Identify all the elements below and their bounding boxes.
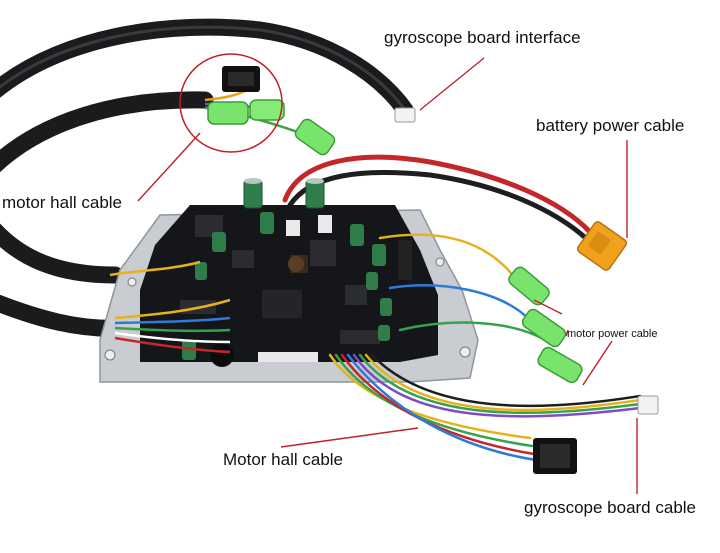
label-gyroscope-board-interface: gyroscope board interface [384, 28, 581, 47]
terminal-sleeve-top-3 [294, 118, 336, 156]
motor-power-wires [378, 233, 547, 342]
label-motor-hall-cable-top: motor hall cable [2, 193, 123, 212]
annotation-lines [137, 57, 638, 494]
battery-connector [576, 221, 628, 271]
label-motor-hall-cable-bottom: Motor hall cable [223, 450, 344, 469]
leader-motor-power-1 [533, 299, 563, 315]
motor-power-terminal-3 [537, 346, 583, 384]
terminal-sleeve-top-2 [249, 99, 285, 121]
board-components [180, 215, 412, 367]
gyro-interface-connector [394, 107, 416, 123]
capacitors [182, 178, 392, 360]
label-gyroscope-board-cable: gyroscope board cable [524, 498, 697, 517]
label-motor-power-cable: motor power cable [567, 328, 658, 340]
terminal-sleeve-top-1 [207, 101, 249, 125]
leader-motor-hall-top [137, 132, 201, 202]
gyro-board-connector-white [637, 395, 659, 415]
gyro-board-harness [328, 353, 642, 462]
leader-motor-hall-bottom [280, 427, 419, 448]
label-battery-power-cable: battery power cable [536, 116, 685, 135]
motor-power-terminal-1 [508, 266, 550, 306]
motor-power-terminal-2 [521, 308, 567, 348]
main-cable-upper [0, 18, 414, 119]
left-signal-wires [109, 260, 231, 354]
leader-motor-power-2 [565, 329, 569, 337]
leader-gyro-interface [419, 57, 485, 111]
highlight-circle [179, 53, 283, 153]
leader-motor-power-3 [582, 340, 613, 386]
